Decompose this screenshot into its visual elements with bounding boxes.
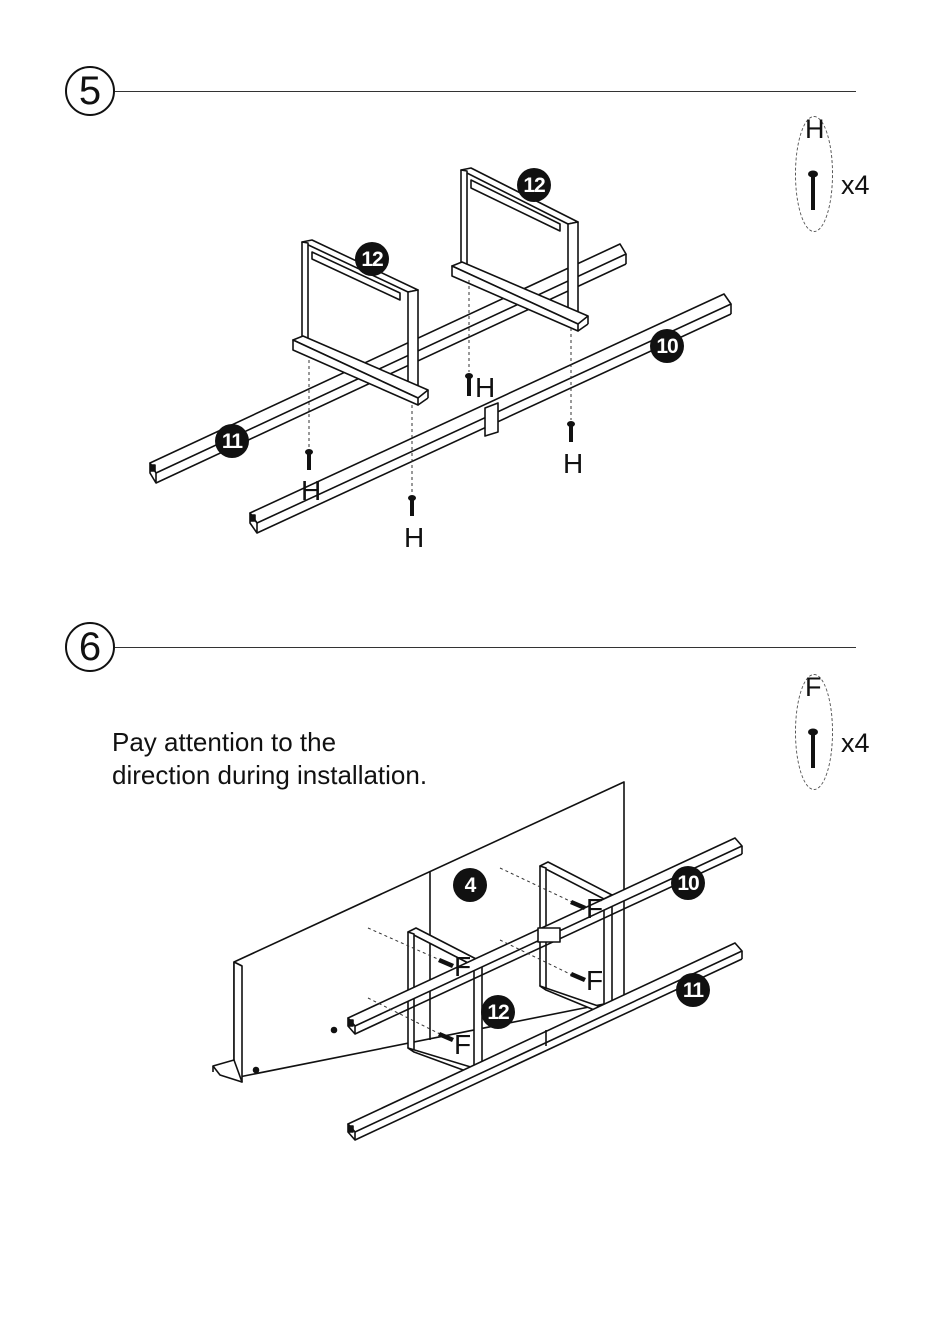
note-line: Pay attention to the xyxy=(112,726,427,759)
screw-icon xyxy=(570,900,586,910)
screw-label: H xyxy=(404,522,424,553)
frame-12-back xyxy=(540,862,612,1014)
screw-icon xyxy=(438,958,454,968)
hardware-letter: F xyxy=(805,672,822,703)
panel-4 xyxy=(213,782,624,1082)
screw-label: H xyxy=(301,475,321,506)
part-badge-12: 12 xyxy=(481,995,515,1029)
rail-10 xyxy=(348,838,742,1034)
part-badge-10: 10 xyxy=(650,329,684,363)
screw-label: F xyxy=(454,951,471,982)
step-number: 6 xyxy=(65,622,115,672)
rail-11 xyxy=(348,943,742,1140)
part-badge-4: 4 xyxy=(453,868,487,902)
svg-text:12: 12 xyxy=(361,248,383,271)
svg-text:10: 10 xyxy=(656,335,678,358)
svg-text:12: 12 xyxy=(487,1001,509,1024)
part-badge-11: 11 xyxy=(676,973,710,1007)
screw-icon xyxy=(570,972,586,982)
part-badge-10: 10 xyxy=(671,866,705,900)
svg-text:4: 4 xyxy=(465,874,477,897)
step-divider xyxy=(115,647,856,648)
hardware-callout: F x4 xyxy=(795,672,885,792)
screw-icon xyxy=(567,421,575,442)
svg-text:11: 11 xyxy=(683,979,705,1002)
rail-10 xyxy=(250,294,731,533)
screw-icon xyxy=(465,373,473,396)
screw-icon xyxy=(408,495,416,516)
screw-icon xyxy=(438,1032,454,1042)
screw-label: H xyxy=(563,448,583,479)
screw-label: F xyxy=(586,893,603,924)
note-line: direction during installation. xyxy=(112,759,427,792)
installation-note: Pay attention to the direction during in… xyxy=(112,726,427,792)
part-badge-12: 12 xyxy=(517,168,551,202)
frame-12-front xyxy=(408,928,482,1074)
svg-text:11: 11 xyxy=(222,430,244,453)
part-badge-11: 11 xyxy=(215,424,249,458)
step-5: 5 H x4 xyxy=(0,0,932,600)
part-badge-12: 12 xyxy=(355,242,389,276)
screw-label: F xyxy=(586,965,603,996)
step5-diagram: H H H H 11 10 12 12 xyxy=(0,0,932,600)
dashed-oval xyxy=(795,674,833,790)
screws-f xyxy=(438,900,586,1042)
screw-icon xyxy=(808,728,818,768)
svg-text:12: 12 xyxy=(523,174,545,197)
svg-text:10: 10 xyxy=(677,872,699,895)
screw-label: F xyxy=(454,1029,471,1060)
screw-icon xyxy=(305,449,313,470)
hardware-quantity: x4 xyxy=(841,728,870,759)
screw-label: H xyxy=(475,372,495,403)
